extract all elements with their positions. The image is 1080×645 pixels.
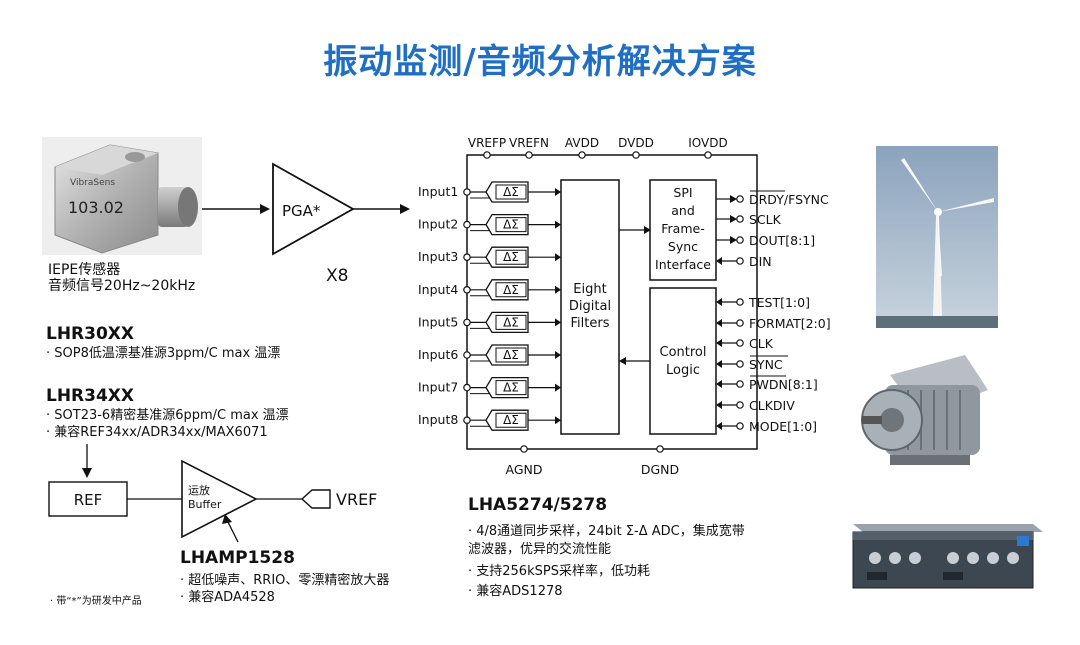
lhamp-name: LHAMP1528 <box>180 548 295 568</box>
right-pin-sclk: SCLK <box>749 212 782 227</box>
page-title: 振动监测/音频分析解决方案 <box>323 42 757 82</box>
modulator-box-7 <box>495 380 527 396</box>
reference-chain: REF 运放 Buffer VREF <box>48 444 377 543</box>
modulator-box-4 <box>495 282 527 298</box>
lha-desc-3: · 支持256kSPS采样率，低功耗 <box>468 564 650 579</box>
sensor-model: 103.02 <box>68 198 124 217</box>
modulator-box-3 <box>495 249 527 265</box>
input-label-2: Input2 <box>418 217 458 232</box>
adc-outline <box>466 154 758 450</box>
sensor-brand: VibraSens <box>70 178 115 188</box>
modulator-box-6 <box>495 347 527 363</box>
input-label-8: Input8 <box>418 412 458 427</box>
right-pin-mode-1-0-: MODE[1:0] <box>749 419 817 434</box>
right-pin-pwdn-8-1-: PWDN[8:1] <box>749 377 818 392</box>
spi-text-3: Sync <box>668 239 698 254</box>
right-pin-drdy-fsync: DRDY/FSYNC <box>749 192 829 207</box>
lha-desc-1: · 4/8通道同步采样，24bit Σ-Δ ADC，集成宽带 <box>468 524 745 539</box>
footnote: · 带“*”为研发中产品 <box>50 596 142 607</box>
top-pin-dvdd: DVDD <box>618 136 654 150</box>
input-label-1: Input1 <box>418 184 458 199</box>
input-label-3: Input3 <box>418 249 458 264</box>
lhr30-name: LHR30XX <box>46 324 135 344</box>
right-pin-din: DIN <box>749 254 772 269</box>
sensor-label-line2: 音频信号20Hz~20kHz <box>48 278 196 294</box>
modulator-label-6: ΔΣ <box>503 348 519 362</box>
input-label-5: Input5 <box>418 314 458 329</box>
lhr34-name: LHR34XX <box>46 386 135 406</box>
sensor-label-line1: IEPE传感器 <box>48 262 121 278</box>
ref-box-label: REF <box>74 491 103 509</box>
input-label-4: Input4 <box>418 282 458 297</box>
lha-desc-4: · 兼容ADS1278 <box>468 584 563 599</box>
modulator-label-5: ΔΣ <box>503 315 519 329</box>
filters-text-1: Digital <box>569 299 611 314</box>
spi-text-1: and <box>671 203 695 218</box>
lhr34-desc-2: · 兼容REF34xx/ADR34xx/MAX6071 <box>46 425 268 440</box>
lhamp-desc-1: · 超低噪声、RRIO、零漂精密放大器 <box>180 573 390 588</box>
motor-image <box>861 355 988 465</box>
right-pin-dout-8-1-: DOUT[8:1] <box>749 233 815 248</box>
bottom-pin-dgnd: DGND <box>641 462 679 477</box>
control-logic-box <box>649 287 717 435</box>
input-label-6: Input6 <box>418 347 458 362</box>
right-pin-clkdiv: CLKDIV <box>749 398 795 413</box>
vref-label: VREF <box>336 490 377 509</box>
right-pin-test-1-0-: TEST[1:0] <box>748 295 810 310</box>
top-pin-vrefn: VREFN <box>509 136 549 150</box>
pga-label: PGA* <box>282 202 321 220</box>
modulator-label-7: ΔΣ <box>503 381 519 395</box>
filters-text-2: Filters <box>571 316 610 331</box>
buffer-label-1: 运放 <box>188 483 210 497</box>
filters-text-0: Eight <box>573 282 606 297</box>
pga-block: PGA* <box>202 162 410 256</box>
modulator-label-1: ΔΣ <box>503 185 519 199</box>
top-pin-avdd: AVDD <box>565 136 599 150</box>
modulator-label-2: ΔΣ <box>503 218 519 232</box>
spi-text-2: Frame- <box>661 221 704 236</box>
modulator-label-4: ΔΣ <box>503 283 519 297</box>
buffer-label-2: Buffer <box>188 498 222 511</box>
lhamp-desc-2: · 兼容ADA4528 <box>180 590 275 605</box>
spi-text-4: Interface <box>655 257 711 272</box>
modulator-box-8 <box>495 412 527 428</box>
right-pin-format-2-0-: FORMAT[2:0] <box>749 316 831 331</box>
lha-name: LHA5274/5278 <box>468 495 608 515</box>
bottom-pin-agnd: AGND <box>506 462 543 477</box>
lhr34-desc-1: · SOT23-6精密基准源6ppm/C max 温漂 <box>46 408 289 423</box>
right-pin-clk: CLK <box>749 336 774 351</box>
iepe-sensor-image: VibraSens 103.02 <box>42 137 202 255</box>
top-pin-vrefp: VREFP <box>468 136 506 150</box>
input-label-7: Input7 <box>418 380 458 395</box>
modulator-box-5 <box>495 314 527 330</box>
modulator-box-1 <box>495 184 527 200</box>
right-pin-sync: SYNC <box>749 357 783 372</box>
digital-filters-box <box>560 179 620 435</box>
modulator-label-8: ΔΣ <box>503 413 519 427</box>
control-text-1: Logic <box>666 363 700 378</box>
wind-turbine-image <box>876 146 998 328</box>
top-pin-iovdd: IOVDD <box>688 136 727 150</box>
lha-desc-2: 滤波器，优异的交流性能 <box>468 542 612 557</box>
control-text-0: Control <box>660 345 707 360</box>
spi-text-0: SPI <box>673 185 692 200</box>
modulator-label-3: ΔΣ <box>503 250 519 264</box>
audio-analyzer-image <box>852 524 1043 589</box>
pga-count: X8 <box>326 266 349 286</box>
lhr30-desc: · SOP8低温漂基准源3ppm/C max 温漂 <box>46 346 281 361</box>
modulator-box-2 <box>495 217 527 233</box>
